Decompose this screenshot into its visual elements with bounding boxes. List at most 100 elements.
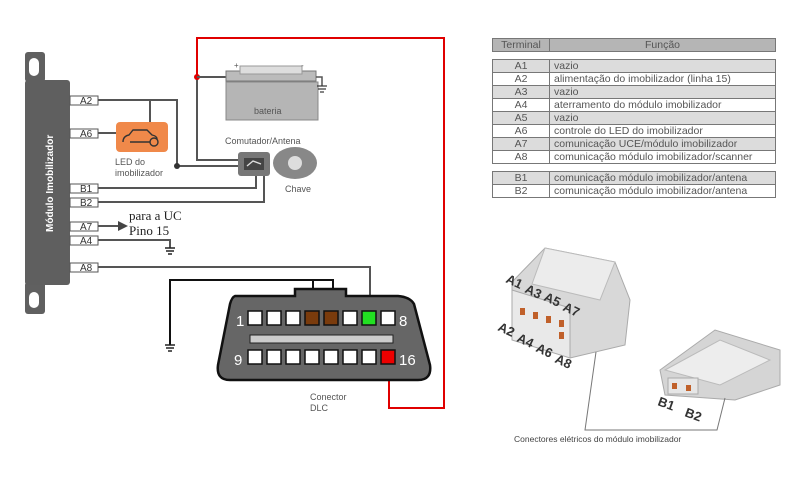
pin-tab-a2: A2 xyxy=(69,95,99,107)
function-cell: alimentação do imobilizador (linha 15) xyxy=(549,72,776,86)
arrow-to-uc-icon xyxy=(118,221,128,231)
pin-tab-a4: A4 xyxy=(69,235,99,247)
svg-text:8: 8 xyxy=(399,313,407,330)
dlc-pin-bottom-7 xyxy=(361,349,377,365)
caption-leader-line xyxy=(584,351,726,431)
function-cell: vazio xyxy=(549,85,776,99)
svg-text:A2: A2 xyxy=(496,319,517,340)
dlc-pin-bottom-8 xyxy=(380,349,396,365)
function-cell: vazio xyxy=(549,59,776,73)
switch-label: Comutador/Antena xyxy=(225,136,301,146)
terminal-cell: B2 xyxy=(492,184,550,198)
svg-text:A8: A8 xyxy=(80,263,93,274)
terminal-cell: A4 xyxy=(492,98,550,112)
dlc-pin-bottom-2 xyxy=(266,349,282,365)
dlc-pin-bottom-3 xyxy=(285,349,301,365)
dlc-label-line1: Conector xyxy=(310,392,347,402)
dlc-pin-top-2 xyxy=(266,310,282,326)
svg-text:A7: A7 xyxy=(561,299,582,320)
svg-text:-: - xyxy=(301,61,304,70)
svg-text:B2: B2 xyxy=(683,405,704,425)
connector-caption: Conectores elétricos do módulo imobiliza… xyxy=(514,434,681,444)
battery-label: bateria xyxy=(254,106,282,116)
wire-switch-feed xyxy=(196,78,240,161)
pin-tab-a7: A7 xyxy=(69,221,99,233)
terminal-cell: A5 xyxy=(492,111,550,125)
dlc-connector: 1 8 9 16 Conector DLC xyxy=(216,287,432,413)
svg-text:A5: A5 xyxy=(542,289,563,310)
svg-text:+: + xyxy=(234,61,239,70)
dlc-pin-top-4 xyxy=(304,310,320,326)
terminal-cell: A3 xyxy=(492,85,550,99)
function-cell: controle do LED do imobilizador xyxy=(549,124,776,138)
connector-a-illustration: A1 A3 A5 A7 A2 A4 A6 A8 xyxy=(496,247,631,372)
module-title: Módulo Imobilizador xyxy=(45,135,56,232)
ignition-switch: Comutador/Antena Chave xyxy=(225,136,317,194)
svg-text:A3: A3 xyxy=(523,281,544,302)
terminal-cell: A7 xyxy=(492,137,550,151)
wire-b2 xyxy=(98,175,265,203)
svg-text:B2: B2 xyxy=(80,198,93,209)
svg-text:A2: A2 xyxy=(80,96,93,107)
uc-note-line1: para a UC xyxy=(129,208,182,223)
svg-text:9: 9 xyxy=(234,352,242,369)
function-cell: comunicação UCE/módulo imobilizador xyxy=(549,137,776,151)
svg-text:1: 1 xyxy=(236,313,244,330)
connector-b-illustration: B1 B2 xyxy=(656,329,781,425)
power-wire xyxy=(196,37,445,409)
module-pin-tabs: A2 A6 B1 B2 A7 A4 A8 xyxy=(69,95,99,274)
dlc-label-line2: DLC xyxy=(310,403,329,413)
ground-icon xyxy=(317,85,327,93)
dlc-pin-top-7 xyxy=(361,310,377,326)
junction-dot xyxy=(174,163,180,169)
svg-text:A6: A6 xyxy=(80,129,93,140)
led-label-line2: imobilizador xyxy=(115,168,163,178)
pin-tab-b1: B1 xyxy=(69,183,99,195)
wire-a4 xyxy=(98,239,171,248)
svg-text:A4: A4 xyxy=(515,330,537,351)
dlc-pin-bottom-5 xyxy=(323,349,339,365)
wire-a2 xyxy=(98,99,240,167)
dlc-pin-top-5 xyxy=(323,310,339,326)
header-function: Função xyxy=(549,38,776,52)
immobilizer-led: LED do imobilizador xyxy=(115,122,168,178)
pin-tab-a8: A8 xyxy=(69,262,99,274)
battery: + - bateria xyxy=(225,61,327,121)
dlc-pin-top-6 xyxy=(342,310,358,326)
svg-text:A4: A4 xyxy=(80,236,93,247)
dlc-pin-bottom-1 xyxy=(247,349,263,365)
function-cell: comunicação módulo imobilizador/antena xyxy=(549,171,776,185)
wire-b1 xyxy=(98,175,257,189)
svg-text:16: 16 xyxy=(399,352,416,369)
dlc-pin-bottom-4 xyxy=(304,349,320,365)
uc-note-line2: Pino 15 xyxy=(129,223,169,238)
terminal-cell: A6 xyxy=(492,124,550,138)
car-key-icon xyxy=(122,129,159,147)
function-cell: comunicação módulo imobilizador/scanner xyxy=(549,150,776,164)
svg-text:A6: A6 xyxy=(534,340,555,361)
function-cell: comunicação módulo imobilizador/antena xyxy=(549,184,776,198)
pin-tab-a6: A6 xyxy=(69,128,99,140)
ground-icon xyxy=(165,344,175,352)
terminal-cell: A1 xyxy=(492,59,550,73)
ground-icon xyxy=(165,247,175,255)
dlc-pin-top-8 xyxy=(380,310,396,326)
dlc-pin-top-1 xyxy=(247,310,263,326)
immobilizer-module: Módulo Imobilizador xyxy=(25,52,70,314)
dlc-pin-bottom-6 xyxy=(342,349,358,365)
svg-text:A8: A8 xyxy=(553,351,574,372)
function-cell: aterramento do módulo imobilizador xyxy=(549,98,776,112)
header-terminal: Terminal xyxy=(492,38,550,52)
function-cell: vazio xyxy=(549,111,776,125)
